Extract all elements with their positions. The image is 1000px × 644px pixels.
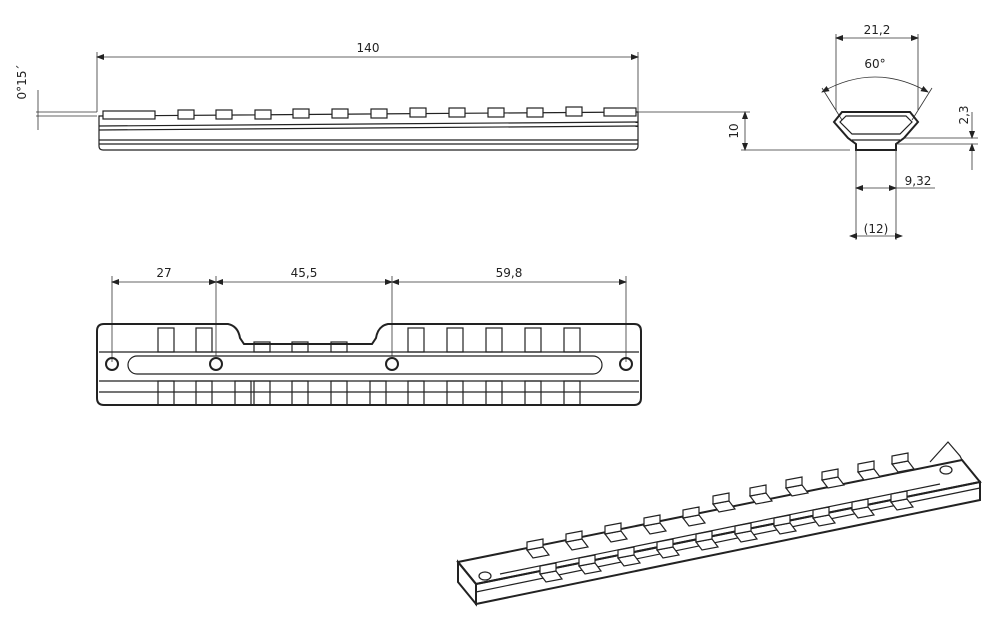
dim-base-width: (12) <box>864 222 889 236</box>
mounting-hole-1 <box>105 357 119 371</box>
mounting-slot <box>127 355 603 375</box>
isometric-view <box>456 441 982 607</box>
iso-slot-blocks <box>525 452 916 583</box>
dim-overall-length: 140 <box>357 41 380 55</box>
iso-rail-top <box>456 458 982 586</box>
end-view: 21,2 60° 2,3 9,32 (12) <box>821 23 978 240</box>
iso-rail-end-face <box>457 559 477 607</box>
dim-dovetail-angle: 60° <box>864 57 885 71</box>
side-view: 140 0°15´ 10 <box>15 41 850 151</box>
dim-base-half-width: 9,32 <box>905 174 932 188</box>
dim-hole-spacing-3: 59,8 <box>496 266 523 280</box>
dim-height: 10 <box>727 123 741 138</box>
dim-angle: 0°15´ <box>15 65 29 100</box>
iso-slot-groove <box>499 483 941 575</box>
mounting-hole-3 <box>385 357 399 371</box>
top-slots-upper <box>157 327 581 353</box>
side-end-block-right <box>603 107 637 117</box>
rail-side-body <box>98 111 639 151</box>
mounting-hole-2 <box>209 357 223 371</box>
iso-hole-left <box>478 571 492 581</box>
dim-hole-spacing-1: 27 <box>156 266 171 280</box>
dim-hole-spacing-2: 45,5 <box>291 266 318 280</box>
side-end-block-left <box>102 110 156 120</box>
dim-rail-thickness: 2,3 <box>957 105 971 124</box>
rail-top-outline <box>96 323 642 406</box>
dim-top-width: 21,2 <box>864 23 891 37</box>
mounting-hole-4 <box>619 357 633 371</box>
dim-arc-dovetail-angle <box>821 76 929 93</box>
iso-hole-right <box>939 465 953 475</box>
top-view: 27 45,5 59,8 <box>96 266 642 406</box>
side-slots <box>177 106 583 120</box>
top-slots-lower <box>157 380 581 406</box>
